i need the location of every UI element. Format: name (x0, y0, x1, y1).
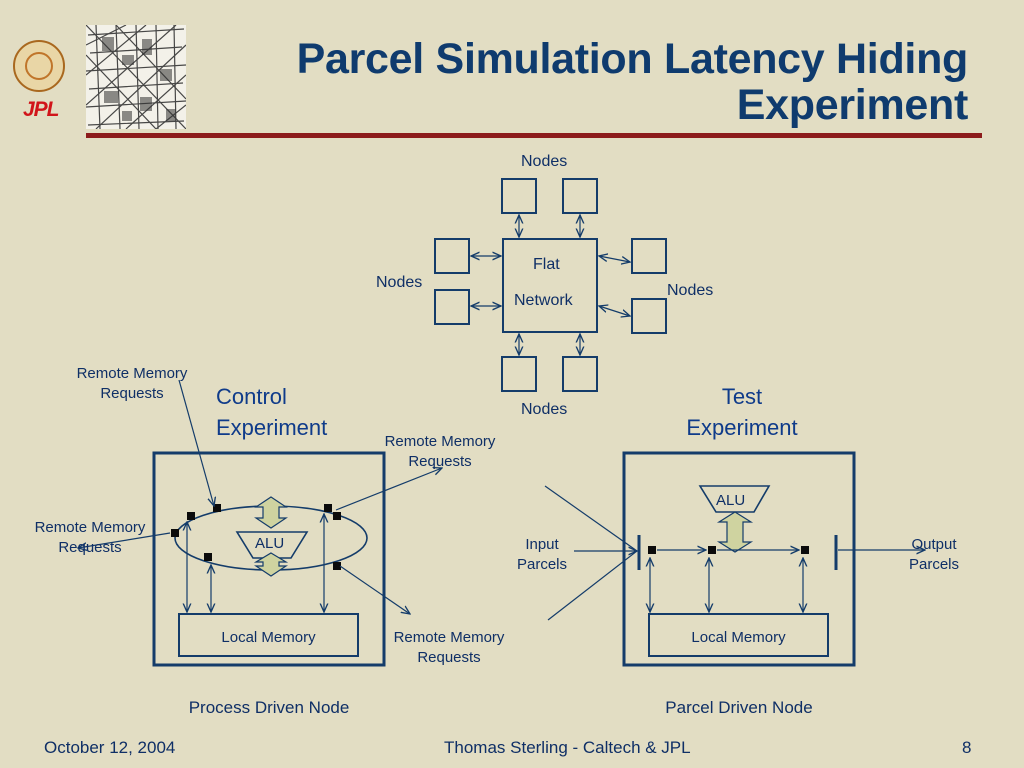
control-local-memory-box (178, 613, 359, 657)
control-registers (171, 504, 341, 570)
jpl-logo: JPL (23, 98, 60, 121)
network-node-top-right (562, 178, 598, 214)
flat-network-label-line-1: Flat (533, 256, 560, 273)
nodes-label-top: Nodes (521, 153, 568, 170)
caltech-seal-icon (13, 40, 65, 92)
test-node-frame (622, 451, 856, 667)
output-parcels-label: Output Parcels (898, 535, 970, 575)
slide-title-line-1: Parcel Simulation Latency Hiding (296, 35, 969, 83)
test-registers (648, 546, 809, 554)
footer-author: Thomas Sterling - Caltech & JPL (444, 738, 691, 757)
control-heading: Control Experiment (216, 381, 327, 443)
control-alu-shape (235, 531, 309, 559)
network-node-bottom-right (562, 356, 598, 392)
remote-memory-requests-right-top-line-2: Requests (408, 453, 472, 470)
test-alu-shape (698, 485, 771, 513)
footer-page-number: 8 (962, 738, 972, 757)
network-node-right-top (631, 238, 667, 274)
input-parcels-line-2: Parcels (516, 556, 568, 573)
remote-memory-requests-top: Remote Memory Requests (68, 364, 196, 404)
slide-title-line-2: Experiment (736, 81, 969, 129)
output-parcels-line-2: Parcels (908, 556, 960, 573)
control-alu-arrow-top (254, 496, 288, 529)
test-heading-line-1: Test (721, 384, 763, 409)
network-node-left-top (434, 238, 470, 274)
control-node-frame (152, 451, 386, 667)
remote-memory-requests-top-line-2: Requests (100, 385, 164, 402)
remote-memory-requests-left-line-2: Requests (58, 539, 122, 556)
parcel-driven-node-caption: Parcel Driven Node (665, 698, 813, 717)
test-local-memory-label: Local Memory (691, 629, 786, 646)
control-heading-line-1: Control (216, 384, 287, 409)
remote-memory-requests-right-top: Remote Memory Requests (376, 432, 504, 472)
footer-date: October 12, 2004 (44, 738, 176, 757)
remote-memory-requests-right-bottom-line-2: Requests (417, 649, 481, 666)
network-node-left-bottom (434, 289, 470, 325)
control-alu-arrow-bottom (253, 552, 289, 577)
slide-title: Parcel Simulation Latency Hiding Experim… (296, 35, 969, 129)
test-alu-arrow (716, 511, 754, 553)
flat-network-diagram (434, 178, 667, 392)
control-local-memory-label: Local Memory (221, 629, 316, 646)
nodes-label-left: Nodes (376, 274, 423, 291)
process-driven-node-diagram (78, 379, 442, 667)
nodes-label-right: Nodes (667, 282, 714, 299)
network-node-bottom-left (501, 356, 537, 392)
process-driven-node-caption: Process Driven Node (188, 698, 350, 717)
network-node-right-bottom (631, 298, 667, 334)
test-heading-line-2: Experiment (686, 415, 798, 440)
network-node-top-left (501, 178, 537, 214)
control-alu-label: ALU (255, 535, 285, 552)
remote-memory-requests-top-line-1: Remote Memory (76, 365, 188, 382)
remote-memory-requests-right-bottom-line-1: Remote Memory (393, 629, 505, 646)
input-parcels-line-1: Input (525, 536, 559, 553)
network-links (471, 215, 630, 355)
remote-memory-requests-left: Remote Memory Requests (26, 518, 154, 558)
test-alu-label: ALU (716, 492, 746, 509)
nodes-label-bottom: Nodes (521, 401, 568, 418)
output-parcels-line-1: Output (911, 536, 957, 553)
test-local-memory-box (648, 613, 829, 657)
flat-network-label-line-2: Network (514, 292, 573, 309)
remote-memory-requests-left-line-1: Remote Memory (34, 519, 146, 536)
flat-network-box (502, 238, 598, 333)
control-heading-line-2: Experiment (216, 415, 328, 440)
input-parcels-label: Input Parcels (506, 535, 578, 575)
header-photo (86, 25, 186, 129)
parcel-driven-node-diagram (544, 451, 925, 667)
remote-memory-requests-right-bottom: Remote Memory Requests (385, 628, 513, 668)
test-heading: Test Experiment (666, 381, 818, 443)
title-underline-rule (86, 133, 982, 138)
remote-memory-requests-right-top-line-1: Remote Memory (384, 433, 496, 450)
